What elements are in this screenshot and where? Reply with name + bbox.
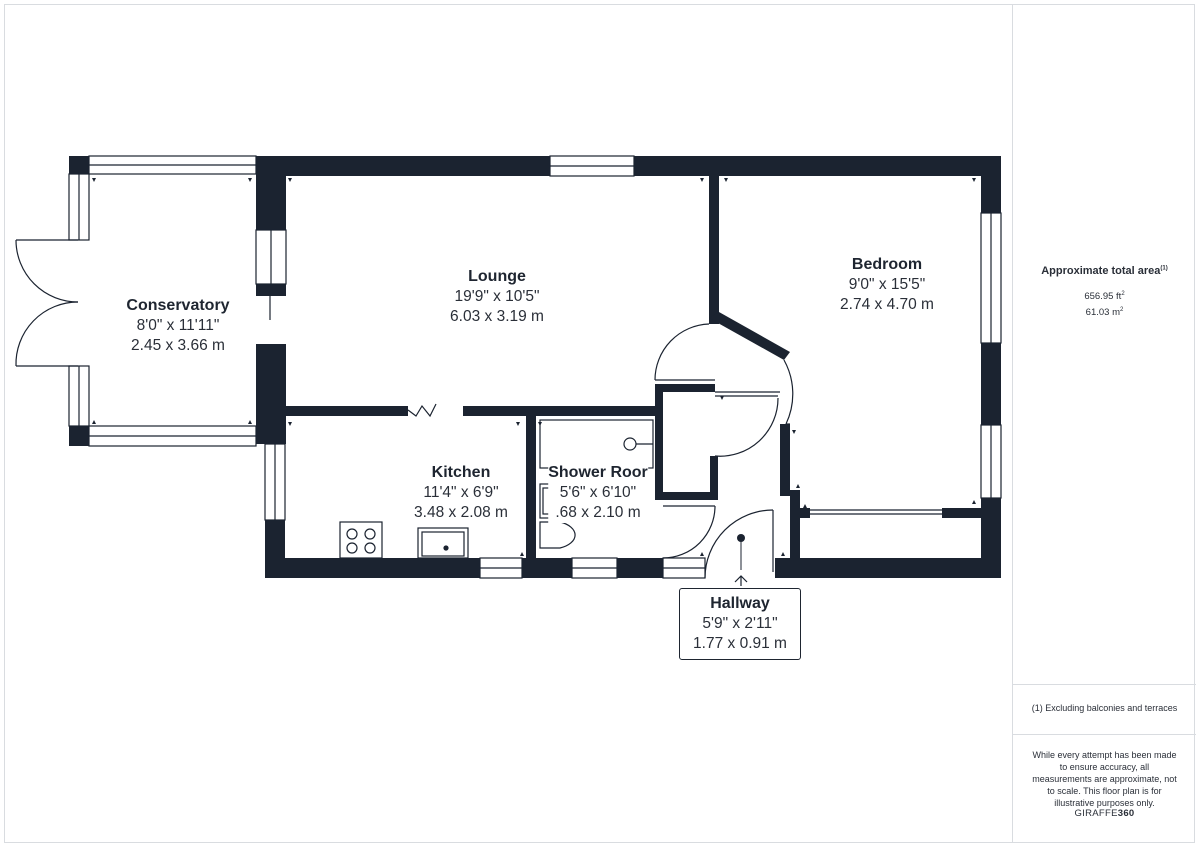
- front-door-swing: [704, 509, 774, 579]
- room-dim-imperial-hallway: 5'9" x 2'11": [702, 615, 778, 632]
- wall-bottom-3: [617, 558, 663, 578]
- room-dim-metric-conservatory: 2.45 x 3.66 m: [131, 337, 225, 354]
- room-label-lounge: Lounge 19'9" x 10'5" 6.03 x 3.19 m: [450, 267, 544, 327]
- sidebar-divider-1: [1013, 684, 1196, 685]
- wall-lounge-kitchen-a: [286, 406, 408, 416]
- total-area-m-sup: 2: [1119, 307, 1124, 313]
- wall-lounge-bedroom: [709, 176, 719, 324]
- wall-lounge-bedroom-diag: [709, 312, 790, 360]
- shower-toilet: [539, 521, 576, 549]
- total-area-title-text: Approximate total area: [1041, 265, 1161, 277]
- disclaimer-text: While every attempt has been made to ens…: [1032, 750, 1177, 808]
- sidebar-divider-2: [1013, 734, 1196, 735]
- wall-left-mid: [256, 284, 286, 296]
- cupboard-right: [710, 456, 718, 500]
- room-dim-imperial-conservatory: 8'0" x 11'11": [136, 317, 220, 334]
- wall-right-mid: [981, 343, 1001, 425]
- room-name-conservatory: Conservatory: [126, 297, 230, 314]
- room-dim-metric-lounge: 6.03 x 3.19 m: [450, 308, 544, 325]
- room-label-shower-room: Shower Roor 5'6" x 6'10" .68 x 2.10 m: [548, 463, 648, 523]
- wall-bedroom-hall: [780, 424, 790, 496]
- room-name-shower-room: Shower Roor: [548, 464, 648, 481]
- room-dim-metric-kitchen: 3.48 x 2.08 m: [414, 504, 508, 521]
- room-dim-metric-bedroom: 2.74 x 4.70 m: [840, 296, 934, 313]
- total-area-m: 61.03 m2: [1013, 304, 1196, 319]
- room-dim-metric-shower-room: .68 x 2.10 m: [555, 504, 641, 521]
- cupboard-top: [655, 384, 715, 392]
- wall-bottom-4: [775, 558, 1001, 578]
- room-name-hallway: Hallway: [710, 595, 770, 612]
- room-name-lounge: Lounge: [468, 268, 526, 285]
- wall-bedroom-hall-b: [790, 490, 800, 558]
- room-label-bedroom: Bedroom 9'0" x 15'5" 2.74 x 4.70 m: [840, 255, 934, 315]
- kitchen-sink: [417, 527, 469, 559]
- total-area-ft: 656.95 ft2: [1013, 288, 1196, 303]
- wall-bedroom-closet: [942, 508, 982, 518]
- total-area-ft-sup: 2: [1121, 291, 1125, 297]
- wall-left-lower: [256, 344, 286, 444]
- wall-top-right: [634, 156, 1001, 176]
- cupboard-bottom: [655, 492, 718, 500]
- room-dim-imperial-bedroom: 9'0" x 15'5": [848, 276, 926, 293]
- lounge-door-swing: [654, 323, 710, 381]
- info-sidebar: Approximate total area(1) 656.95 ft2 61.…: [1012, 4, 1196, 843]
- brand-logo: GIRAFFE360: [1013, 808, 1196, 819]
- wall-closet-stub: [798, 508, 810, 518]
- kitchen-hob: [339, 521, 383, 559]
- shower-drain: [623, 437, 637, 451]
- total-area-ft-value: 656.95 ft: [1084, 291, 1122, 303]
- room-label-hallway: Hallway 5'9" x 2'11" 1.77 x 0.91 m: [693, 594, 787, 654]
- wall-left-upper: [256, 156, 286, 230]
- room-label-conservatory: Conservatory 8'0" x 11'11" 2.45 x 3.66 m: [126, 296, 229, 356]
- total-area-m-value: 61.03 m: [1085, 307, 1120, 319]
- cons-post-tl: [69, 156, 89, 174]
- hallway-label-box: [679, 588, 801, 660]
- room-label-kitchen: Kitchen 11'4" x 6'9" 3.48 x 2.08 m: [414, 463, 508, 523]
- wall-kitchen-shower: [526, 416, 536, 578]
- cons-door-swing-bottom: [15, 301, 79, 367]
- wall-lounge-kitchen-b: [463, 406, 655, 416]
- cupboard-door-swing: [714, 397, 779, 457]
- shower-door-swing: [662, 505, 716, 559]
- page-frame: [4, 4, 1195, 843]
- cons-post-bl: [69, 426, 89, 446]
- wall-top-left: [256, 156, 550, 176]
- brand-logo-bold: 360: [1117, 808, 1135, 819]
- room-dim-imperial-lounge: 19'9" x 10'5": [454, 288, 540, 305]
- bifold-door: [407, 403, 437, 418]
- footnote-text: (1) Excluding balconies and terraces: [1031, 703, 1178, 713]
- room-name-bedroom: Bedroom: [851, 256, 923, 273]
- wall-bottom-1: [265, 558, 480, 578]
- total-area-title: Approximate total area(1): [1013, 265, 1196, 277]
- cupboard-left: [655, 384, 663, 500]
- cons-door-swing-top: [15, 239, 79, 303]
- wall-right-upper: [981, 156, 1001, 213]
- brand-logo-light: GIRAFFE: [1074, 808, 1118, 819]
- room-name-kitchen: Kitchen: [431, 464, 491, 481]
- total-area-footnote-ref: (1): [1160, 265, 1168, 272]
- room-dim-imperial-kitchen: 11'4" x 6'9": [423, 484, 499, 501]
- room-dim-metric-hallway: 1.77 x 0.91 m: [693, 635, 787, 652]
- bedroom-door-swing: [783, 359, 794, 425]
- room-dim-imperial-shower-room: 5'6" x 6'10": [559, 484, 637, 501]
